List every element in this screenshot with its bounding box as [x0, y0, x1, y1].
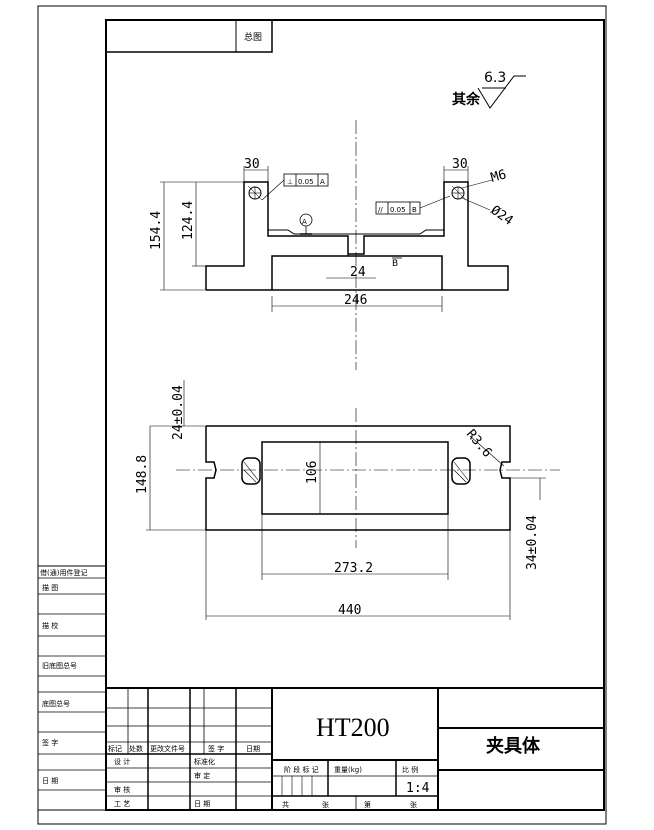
svg-text:B: B: [392, 259, 398, 269]
datum-a: A: [299, 213, 313, 235]
top-view: 30 30 M6 Ø24 ⊥ 0.05 A // 0.05 B: [149, 120, 516, 370]
roughness-value: 6.3: [484, 70, 506, 86]
rev-header-4: 日期: [246, 745, 260, 753]
side-row-2: 描 校: [42, 621, 58, 630]
side-row-5: 签 字: [42, 738, 58, 747]
dim-106: 106: [305, 461, 320, 484]
scale-value: 1:4: [406, 781, 430, 796]
dim-154: 154.4: [149, 211, 164, 250]
rev-header-2: 更改文件号: [150, 744, 185, 753]
page-sheets-label: 张: [410, 800, 417, 809]
stage-label: 阶 段 标 记: [284, 765, 319, 774]
bottom-view-pocket: [261, 441, 449, 515]
top-view-outline: [205, 181, 509, 291]
right-slot: [451, 457, 471, 485]
side-table: 借(通)用件登记 描 图 描 校 旧底图总号 底图总号 签 字 日 期: [37, 565, 107, 811]
sign-row-mid-2: 日 期: [194, 800, 210, 808]
dim-273: 273.2: [334, 561, 373, 576]
svg-text:A: A: [320, 178, 325, 186]
dim-440: 440: [338, 603, 361, 618]
dim-34-tol: 34±0.04: [525, 515, 540, 570]
side-row-3: 旧底图总号: [42, 661, 77, 670]
total-label: 共: [282, 800, 289, 809]
weight-label: 重量(kg): [334, 766, 362, 774]
page-label: 第: [364, 800, 371, 809]
side-row-6: 日 期: [42, 777, 58, 785]
dim-148: 148.8: [135, 455, 150, 494]
side-row-0: 借(通)用件登记: [40, 568, 87, 577]
rev-header-1: 处数: [129, 744, 143, 753]
bottom-view: 24±0.04 148.8 106 R3.6 34±0.04 273.2 440: [135, 380, 560, 620]
surface-roughness-symbol: 其余 6.3: [452, 70, 526, 109]
scale-label: 比 例: [402, 765, 418, 774]
dim-24: 24: [350, 265, 366, 280]
sign-row-2: 工 艺: [114, 800, 130, 808]
dim-24-tol: 24±0.04: [171, 385, 186, 440]
side-row-1: 描 图: [42, 583, 58, 592]
svg-text:A: A: [302, 218, 307, 226]
svg-text:B: B: [412, 206, 417, 214]
radius-callout: R3.6: [463, 427, 495, 461]
side-row-4: 底图总号: [42, 699, 70, 708]
dim-right-30: 30: [452, 157, 468, 172]
top-stamp-label: 总图: [244, 31, 262, 43]
sign-row-mid-1: 审 定: [194, 771, 210, 780]
drawing-frame: [105, 19, 605, 811]
part-name: 夹具体: [486, 735, 541, 757]
svg-text:0.05: 0.05: [298, 178, 314, 186]
datum-b: B: [392, 257, 402, 269]
parallelism-frame: // 0.05 B: [375, 195, 451, 215]
title-block: 标记 处数 更改文件号 签 字 日期 设 计 审 核 工 艺 标准化 审 定 日…: [106, 687, 604, 810]
bore-callout: Ø24: [488, 203, 516, 229]
sign-row-0: 设 计: [114, 757, 130, 766]
dim-246: 246: [344, 293, 367, 308]
thread-callout: M6: [489, 167, 508, 186]
dim-left-30: 30: [244, 157, 260, 172]
sheet-border: [37, 5, 607, 825]
rev-header-0: 标记: [108, 744, 122, 753]
sign-row-mid-0: 标准化: [194, 757, 215, 766]
svg-text://: //: [378, 206, 383, 214]
dim-124: 124.4: [181, 201, 196, 240]
material-label: HT200: [316, 713, 390, 742]
roughness-label: 其余: [452, 91, 481, 108]
rev-header-3: 签 字: [208, 744, 224, 753]
left-slot: [241, 457, 261, 485]
svg-text:⊥: ⊥: [287, 178, 293, 186]
svg-text:0.05: 0.05: [390, 206, 406, 214]
sheets-label: 张: [322, 800, 329, 809]
sign-row-1: 审 核: [114, 785, 130, 794]
perpendicularity-frame: ⊥ 0.05 A: [261, 173, 329, 201]
top-stamp: 总图: [105, 19, 273, 53]
